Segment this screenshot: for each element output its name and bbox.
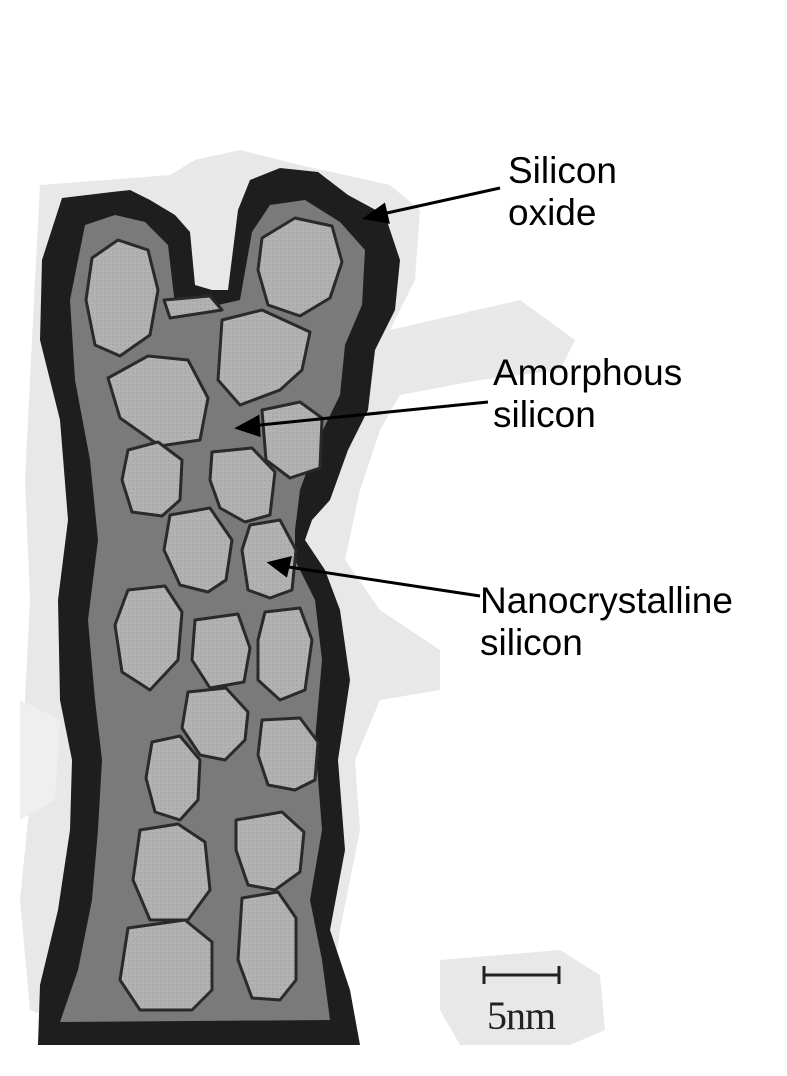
label-amorphous-silicon-line1: Amorphous bbox=[493, 352, 682, 394]
nanocrystal-grain bbox=[86, 240, 158, 356]
nanocrystal-grain bbox=[120, 920, 212, 1010]
label-silicon-oxide-line2: oxide bbox=[508, 192, 617, 234]
nanocrystal-grain bbox=[258, 608, 312, 700]
label-nanocrystalline-silicon: Nanocrystalline silicon bbox=[480, 580, 733, 664]
nanocrystal-grain bbox=[146, 736, 200, 820]
label-nanocrystalline-silicon-line1: Nanocrystalline bbox=[480, 580, 733, 622]
label-silicon-oxide-line1: Silicon bbox=[508, 150, 617, 192]
nanocrystal-grain bbox=[133, 824, 210, 920]
nanocrystal-grain bbox=[238, 892, 296, 1000]
label-amorphous-silicon-line2: silicon bbox=[493, 394, 682, 436]
nanocrystal-grain bbox=[258, 718, 318, 790]
label-nanocrystalline-silicon-line2: silicon bbox=[480, 622, 733, 664]
nanocrystal-grain bbox=[122, 442, 182, 516]
label-amorphous-silicon: Amorphous silicon bbox=[493, 352, 682, 436]
label-silicon-oxide: Silicon oxide bbox=[508, 150, 617, 234]
nanocrystal-grain bbox=[236, 812, 304, 890]
scale-bar-label: 5nm bbox=[487, 992, 555, 1039]
